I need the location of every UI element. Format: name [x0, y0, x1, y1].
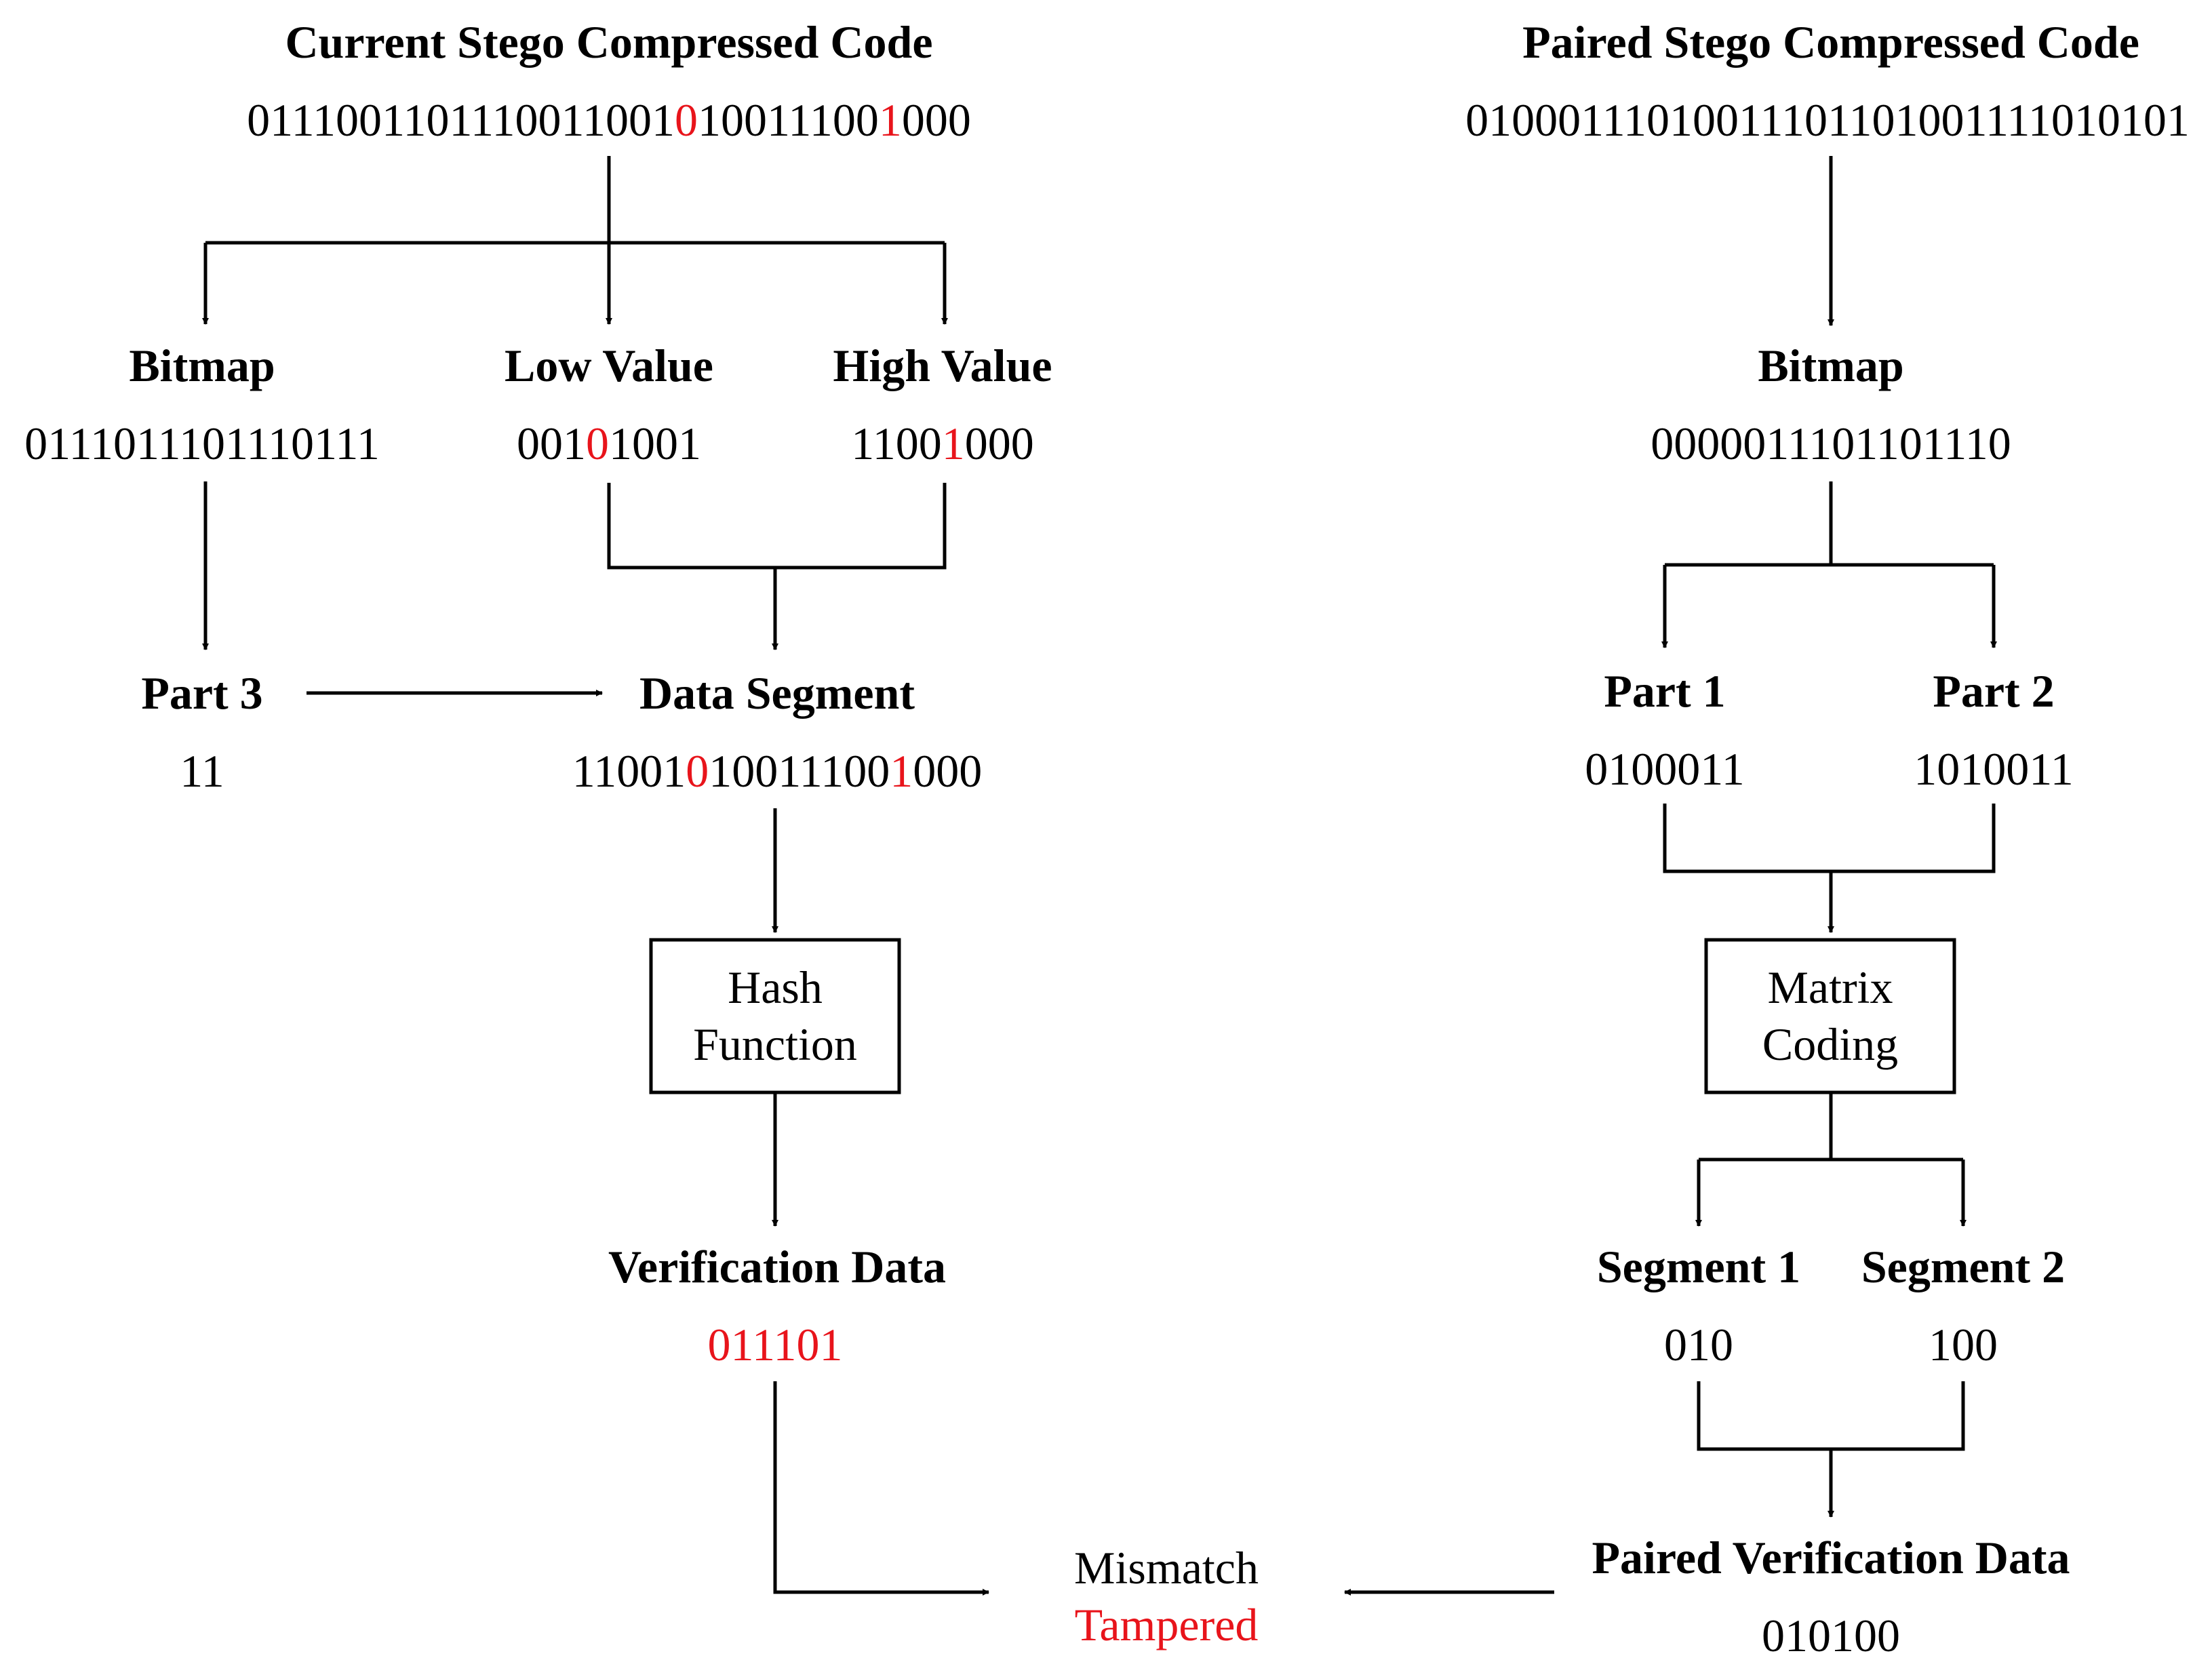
low-value-label: Low Value — [505, 340, 713, 391]
current-code-title: Current Stego Compressed Code — [285, 16, 933, 68]
current-code-value: 01110011011100110010100111001000 — [247, 97, 971, 143]
mismatch-text: Mismatch — [1074, 1542, 1259, 1594]
matrix-line-1: Matrix — [1767, 962, 1893, 1013]
current-code-part: 10011100 — [697, 94, 879, 146]
segment1-label: Segment 1 — [1596, 1241, 1801, 1292]
segments-join-line — [1697, 1381, 1965, 1451]
high-value-mark: 1 — [941, 418, 965, 469]
low-value-value: 00101001 — [517, 420, 701, 467]
current-code-mark-2: 1 — [878, 94, 902, 146]
data-segment-mark-2: 1 — [890, 745, 913, 797]
data-segment-part: 11001 — [572, 745, 686, 797]
high-value-value: 11001000 — [851, 420, 1033, 467]
data-segment-mark-1: 0 — [686, 745, 709, 797]
current-code-part: 0111001101110011001 — [247, 94, 675, 146]
segment1-value: 010 — [1664, 1319, 1733, 1370]
high-value-part: 000 — [964, 418, 1034, 469]
bitmap-label: Bitmap — [129, 340, 275, 391]
part3-value: 11 — [180, 745, 224, 797]
part3-label: Part 3 — [141, 667, 263, 719]
segment2-value: 100 — [1929, 1319, 1998, 1370]
paired-verification-value: 010100 — [1762, 1610, 1900, 1661]
high-value-part: 1100 — [851, 418, 942, 469]
verification-data-value: 011101 — [707, 1319, 843, 1370]
data-segment-part: 10011100 — [709, 745, 890, 797]
data-segment-label: Data Segment — [639, 667, 915, 719]
segment2-label: Segment 2 — [1861, 1241, 2066, 1292]
right-bitmap-label: Bitmap — [1758, 340, 1904, 391]
data-segment-part: 000 — [913, 745, 983, 797]
part2-value: 1010011 — [1914, 743, 2074, 795]
matrix-coding-box: Matrix Coding — [1762, 959, 1898, 1073]
paired-code-title: Paired Stego Compressed Code — [1522, 16, 2139, 68]
verification-data-label: Verification Data — [608, 1241, 946, 1292]
part1-value: 0100011 — [1585, 743, 1745, 795]
hash-function-box: Hash Function — [693, 959, 857, 1073]
low-value-mark: 0 — [586, 418, 609, 469]
parts-join-line — [1663, 804, 1996, 873]
part1-label: Part 1 — [1604, 665, 1726, 717]
arrow-verification-to-mismatch — [773, 1381, 989, 1596]
current-code-part: 000 — [901, 94, 971, 146]
current-code-mark-1: 0 — [674, 94, 698, 146]
matrix-line-2: Coding — [1762, 1018, 1899, 1070]
data-segment-value: 110010100111001000 — [572, 748, 982, 794]
bitmap-value: 0111011101110111 — [24, 418, 380, 469]
paired-verification-label: Paired Verification Data — [1592, 1532, 2070, 1583]
right-bitmap-value: 0000011101101110 — [1651, 418, 2011, 469]
part2-label: Part 2 — [1933, 665, 2055, 717]
tampered-text: Tampered — [1074, 1599, 1259, 1650]
hash-line-1: Hash — [728, 962, 823, 1013]
high-value-label: High Value — [833, 340, 1052, 391]
low-value-part: 1001 — [609, 418, 701, 469]
low-high-join-line — [607, 483, 947, 570]
low-value-part: 001 — [517, 418, 586, 469]
paired-code-value: 01000111010011101101001111010101 — [1465, 94, 2190, 146]
hash-line-2: Function — [693, 1018, 857, 1070]
